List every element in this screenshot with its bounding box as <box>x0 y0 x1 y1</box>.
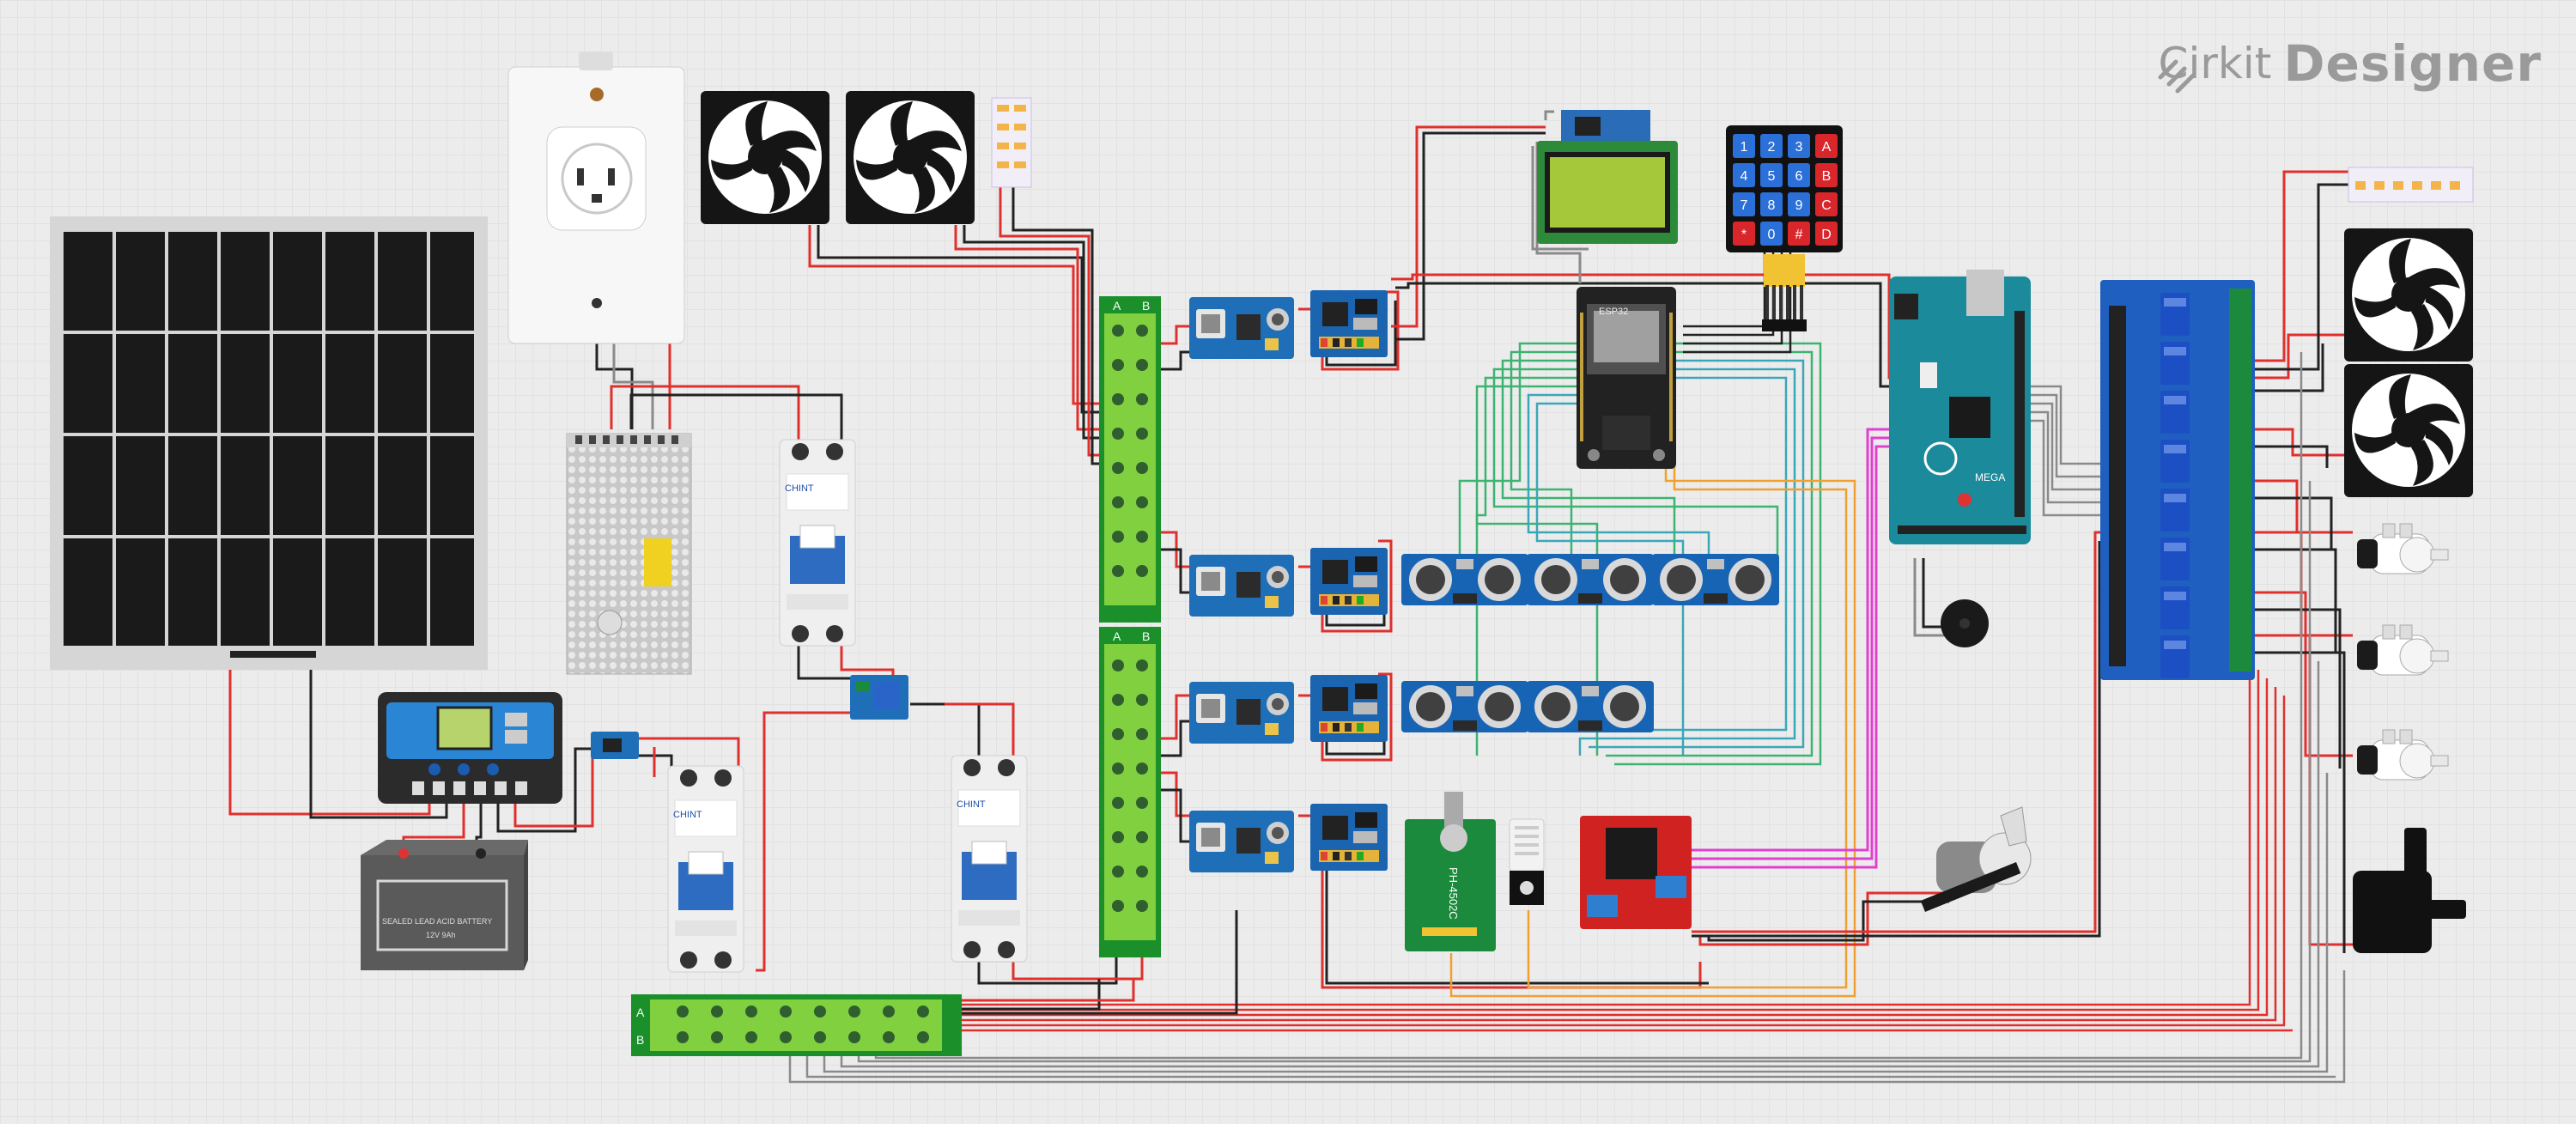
ultrasonic-sensor-2[interactable] <box>1527 554 1654 605</box>
relay-board-8ch[interactable] <box>2100 280 2255 680</box>
lead-acid-battery[interactable] <box>361 840 528 970</box>
breaker-brand-1: CHINT <box>785 483 814 494</box>
svg-text:B: B <box>1142 629 1150 643</box>
keypad-key-label: # <box>1795 228 1803 242</box>
circuit-breaker-1[interactable] <box>779 439 856 647</box>
buck-converter-3[interactable] <box>1189 682 1294 744</box>
keypad-key[interactable] <box>1815 163 1838 187</box>
keypad-key[interactable] <box>1760 222 1783 246</box>
led-strip-2[interactable] <box>2348 167 2474 203</box>
arduino-label: MEGA <box>1975 471 2005 483</box>
keypad-key[interactable] <box>1760 192 1783 216</box>
peristaltic-pump[interactable] <box>1920 806 2032 912</box>
breaker-brand-3: CHINT <box>957 799 986 810</box>
lcd-display[interactable] <box>1537 110 1678 244</box>
fan-4[interactable] <box>2344 364 2473 497</box>
keypad-key-label: B <box>1822 169 1832 184</box>
keypad-key[interactable] <box>1760 134 1783 158</box>
keypad-key-label: 1 <box>1741 140 1748 155</box>
keypad-key[interactable] <box>1733 163 1755 187</box>
submersible-pump[interactable] <box>2353 828 2466 953</box>
l298n-motor-driver[interactable] <box>1580 816 1692 929</box>
keypad-key[interactable] <box>1788 134 1810 158</box>
level-shifter-3[interactable] <box>1310 675 1388 742</box>
keypad-key-label: 8 <box>1768 198 1776 213</box>
water-pump-1[interactable] <box>2356 523 2449 574</box>
led-strip-1[interactable] <box>991 97 1032 188</box>
svg-text:A: A <box>636 1006 645 1019</box>
keypad-key[interactable] <box>1788 163 1810 187</box>
keypad-key-label: 4 <box>1741 169 1748 184</box>
keypad-key[interactable] <box>1733 134 1755 158</box>
voltage-sensor[interactable] <box>591 732 639 759</box>
circuit-breaker-3[interactable] <box>951 755 1028 963</box>
buck-converter-4[interactable] <box>1189 811 1294 872</box>
level-shifter-4[interactable] <box>1310 804 1388 871</box>
wires <box>228 110 2353 1084</box>
keypad-key-label: 3 <box>1795 140 1803 155</box>
brand-name-cirkit: Cirkit <box>2158 39 2272 88</box>
level-shifter-1[interactable] <box>1310 290 1388 357</box>
wall-outlet[interactable] <box>507 52 685 344</box>
keypad-key-label: 0 <box>1768 228 1776 242</box>
keypad-key-label: 2 <box>1768 140 1776 155</box>
water-pump-2[interactable] <box>2356 624 2449 676</box>
fan-3[interactable] <box>2344 228 2473 362</box>
ultrasonic-sensor-4[interactable] <box>1401 681 1528 732</box>
battery-label: SEALED LEAD ACID BATTERY <box>382 917 492 926</box>
terminal-block-bottom[interactable]: A B <box>631 994 962 1056</box>
power-supply[interactable] <box>566 433 692 675</box>
breaker-brand-2: CHINT <box>673 810 702 820</box>
battery-sub: 12V 9Ah <box>426 931 456 939</box>
fan-2[interactable] <box>846 91 975 224</box>
water-pump-3[interactable] <box>2356 729 2449 781</box>
esp-label: ESP32 <box>1599 307 1628 317</box>
esp32-board[interactable] <box>1577 287 1676 469</box>
brand-logo: Cirkit Designer <box>2152 34 2542 93</box>
keypad-key-label: C <box>1821 198 1832 213</box>
terminal-block-upper[interactable]: A B <box>1099 296 1161 623</box>
keypad-key[interactable] <box>1733 222 1755 246</box>
circuit-breaker-2[interactable] <box>667 765 744 973</box>
buzzer[interactable] <box>1941 599 1989 647</box>
keypad-key[interactable] <box>1815 134 1838 158</box>
single-relay-module[interactable] <box>850 675 908 720</box>
keypad-key[interactable] <box>1788 192 1810 216</box>
solar-panel[interactable] <box>50 216 488 670</box>
keypad-key[interactable] <box>1815 192 1838 216</box>
ph-label: PH-4502C <box>1447 867 1460 920</box>
keypad-4x4[interactable]: 1 2 3 A 4 5 6 B 7 8 9 C * 0 # D <box>1726 125 1843 331</box>
dht-sensor[interactable] <box>1509 818 1545 905</box>
keypad-key[interactable] <box>1815 222 1838 246</box>
buck-converter-1[interactable] <box>1189 297 1294 359</box>
svg-text:B: B <box>1142 299 1150 313</box>
keypad-key-label: 7 <box>1741 198 1748 213</box>
keypad-key[interactable] <box>1733 192 1755 216</box>
ultrasonic-sensor-3[interactable] <box>1652 554 1779 605</box>
cirkit-logo-icon <box>2158 59 2196 94</box>
keypad-key-label: A <box>1822 140 1832 155</box>
keypad-key[interactable] <box>1788 222 1810 246</box>
ultrasonic-sensor-1[interactable] <box>1401 554 1528 605</box>
ph-sensor[interactable] <box>1405 792 1496 951</box>
solar-charge-controller[interactable] <box>378 692 562 804</box>
svg-text:A: A <box>1113 299 1121 313</box>
arduino-mega[interactable] <box>1889 270 2031 544</box>
fan-1[interactable] <box>701 91 829 224</box>
keypad-key-label: 6 <box>1795 169 1803 184</box>
keypad-key-label: * <box>1741 228 1747 242</box>
buck-converter-2[interactable] <box>1189 555 1294 617</box>
ultrasonic-sensor-5[interactable] <box>1527 681 1654 732</box>
keypad-key[interactable] <box>1760 163 1783 187</box>
level-shifter-2[interactable] <box>1310 548 1388 615</box>
keypad-key-label: D <box>1821 228 1832 242</box>
keypad-key-label: 9 <box>1795 198 1803 213</box>
svg-text:B: B <box>636 1033 644 1047</box>
terminal-block-lower[interactable]: A B <box>1099 627 1161 957</box>
svg-text:A: A <box>1113 629 1121 643</box>
brand-name-designer: Designer <box>2283 34 2542 93</box>
keypad-key-label: 5 <box>1768 169 1776 184</box>
